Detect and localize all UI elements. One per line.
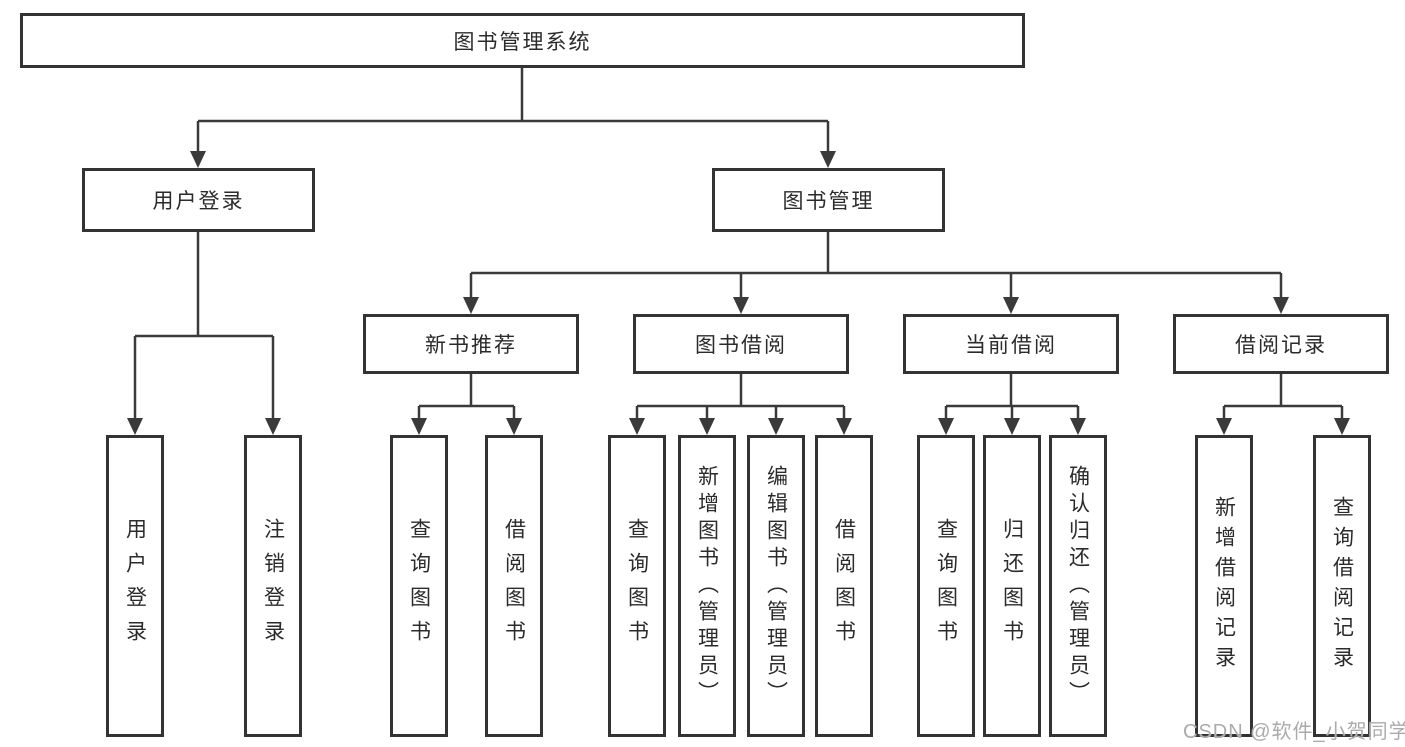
- leaf-current-query-books: 查询图书: [917, 435, 975, 737]
- node-label: 图书管理系统: [453, 30, 592, 54]
- node-current-borrowing: 当前借阅: [903, 314, 1119, 374]
- node-label: 编辑图书（管理员）: [764, 464, 788, 708]
- leaf-current-confirm-return-admin: 确认归还（管理员）: [1049, 435, 1107, 737]
- leaf-borrowing-add-books-admin: 新增图书（管理员）: [678, 435, 736, 737]
- node-book-borrowing: 图书借阅: [633, 314, 849, 374]
- node-label: 查询借阅记录: [1330, 496, 1354, 676]
- node-label: 新增图书（管理员）: [695, 464, 719, 708]
- node-book-management: 图书管理: [712, 168, 945, 232]
- leaf-records-query-record: 查询借阅记录: [1313, 435, 1371, 737]
- node-label: 借阅记录: [1235, 334, 1327, 357]
- leaf-user-login: 用户登录: [106, 435, 164, 737]
- node-label: 注销登录: [261, 518, 285, 654]
- node-label: 查询图书: [934, 518, 958, 654]
- node-label: 借阅图书: [502, 518, 526, 654]
- node-borrowing-records: 借阅记录: [1173, 314, 1389, 374]
- leaf-borrowing-edit-books-admin: 编辑图书（管理员）: [747, 435, 805, 737]
- node-label: 新增借阅记录: [1212, 496, 1236, 676]
- leaf-newbook-borrow-books: 借阅图书: [485, 435, 543, 737]
- csdn-watermark: CSDN @软件_小贺同学: [1183, 721, 1405, 743]
- node-label: 新书推荐: [425, 334, 517, 357]
- leaf-current-return-books: 归还图书: [983, 435, 1041, 737]
- node-label: 借阅图书: [832, 518, 856, 654]
- leaf-borrowing-query-books: 查询图书: [608, 435, 666, 737]
- leaf-logout: 注销登录: [244, 435, 302, 737]
- node-label: 确认归还（管理员）: [1066, 464, 1090, 708]
- node-label: 用户登录: [123, 518, 147, 654]
- node-user-login: 用户登录: [82, 168, 315, 232]
- node-label: 图书借阅: [695, 334, 787, 357]
- node-library-management-system: 图书管理系统: [20, 13, 1025, 68]
- arrowheads: [127, 151, 1350, 435]
- leaf-records-add-record: 新增借阅记录: [1195, 435, 1253, 737]
- node-label: 归还图书: [1000, 518, 1024, 654]
- leaf-borrowing-borrow-books: 借阅图书: [815, 435, 873, 737]
- node-label: 用户登录: [152, 190, 245, 213]
- node-label: 当前借阅: [965, 334, 1057, 357]
- leaf-newbook-query-books: 查询图书: [390, 435, 448, 737]
- node-label: 查询图书: [625, 518, 649, 654]
- node-label: 图书管理: [782, 190, 875, 213]
- node-label: 查询图书: [407, 518, 431, 654]
- node-new-book-recommend: 新书推荐: [363, 314, 579, 374]
